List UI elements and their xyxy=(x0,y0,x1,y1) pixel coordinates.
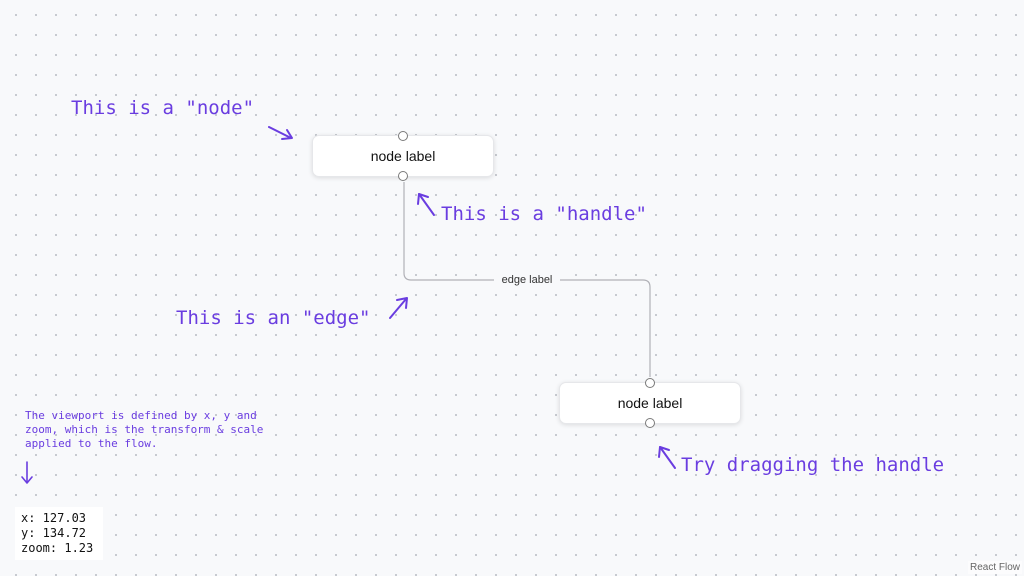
viewport-zoom: zoom: 1.23 xyxy=(21,541,94,555)
node-2-label: node label xyxy=(617,395,683,411)
arrow-icon-handle xyxy=(417,193,435,216)
node-1-source-handle[interactable] xyxy=(398,171,408,181)
arrow-icon-drag xyxy=(658,446,676,469)
node-2[interactable]: node label xyxy=(559,378,741,428)
edge-label[interactable]: edge label xyxy=(494,272,560,288)
arrow-icon-edge xyxy=(389,297,408,319)
annotation-edge: This is an "edge" xyxy=(176,307,371,329)
node-1-target-handle[interactable] xyxy=(398,131,408,141)
annotation-drag: Try dragging the handle xyxy=(681,454,945,476)
react-flow-attribution[interactable]: React Flow xyxy=(967,561,1022,574)
arrow-down-icon xyxy=(21,461,33,484)
annotation-viewport-line-1: The viewport is defined by x, y and xyxy=(25,409,257,422)
annotation-viewport-line-3: applied to the flow. xyxy=(25,437,158,450)
viewport-y: y: 134.72 xyxy=(21,526,87,540)
arrow-icon-node xyxy=(268,126,293,140)
node-1-label: node label xyxy=(370,148,436,164)
node-1[interactable]: node label xyxy=(312,131,494,181)
annotation-viewport: The viewport is defined by x, y and zoom… xyxy=(25,409,300,451)
node-2-target-handle[interactable] xyxy=(645,378,655,388)
annotation-node: This is a "node" xyxy=(71,97,255,119)
viewport-info-panel: x: 127.03 y: 134.72 zoom: 1.23 xyxy=(15,507,103,560)
annotation-handle: This is a "handle" xyxy=(441,203,647,225)
viewport-x: x: 127.03 xyxy=(21,511,87,525)
annotation-viewport-line-2: zoom, which is the transform & scale xyxy=(25,423,264,436)
node-2-source-handle[interactable] xyxy=(645,418,655,428)
